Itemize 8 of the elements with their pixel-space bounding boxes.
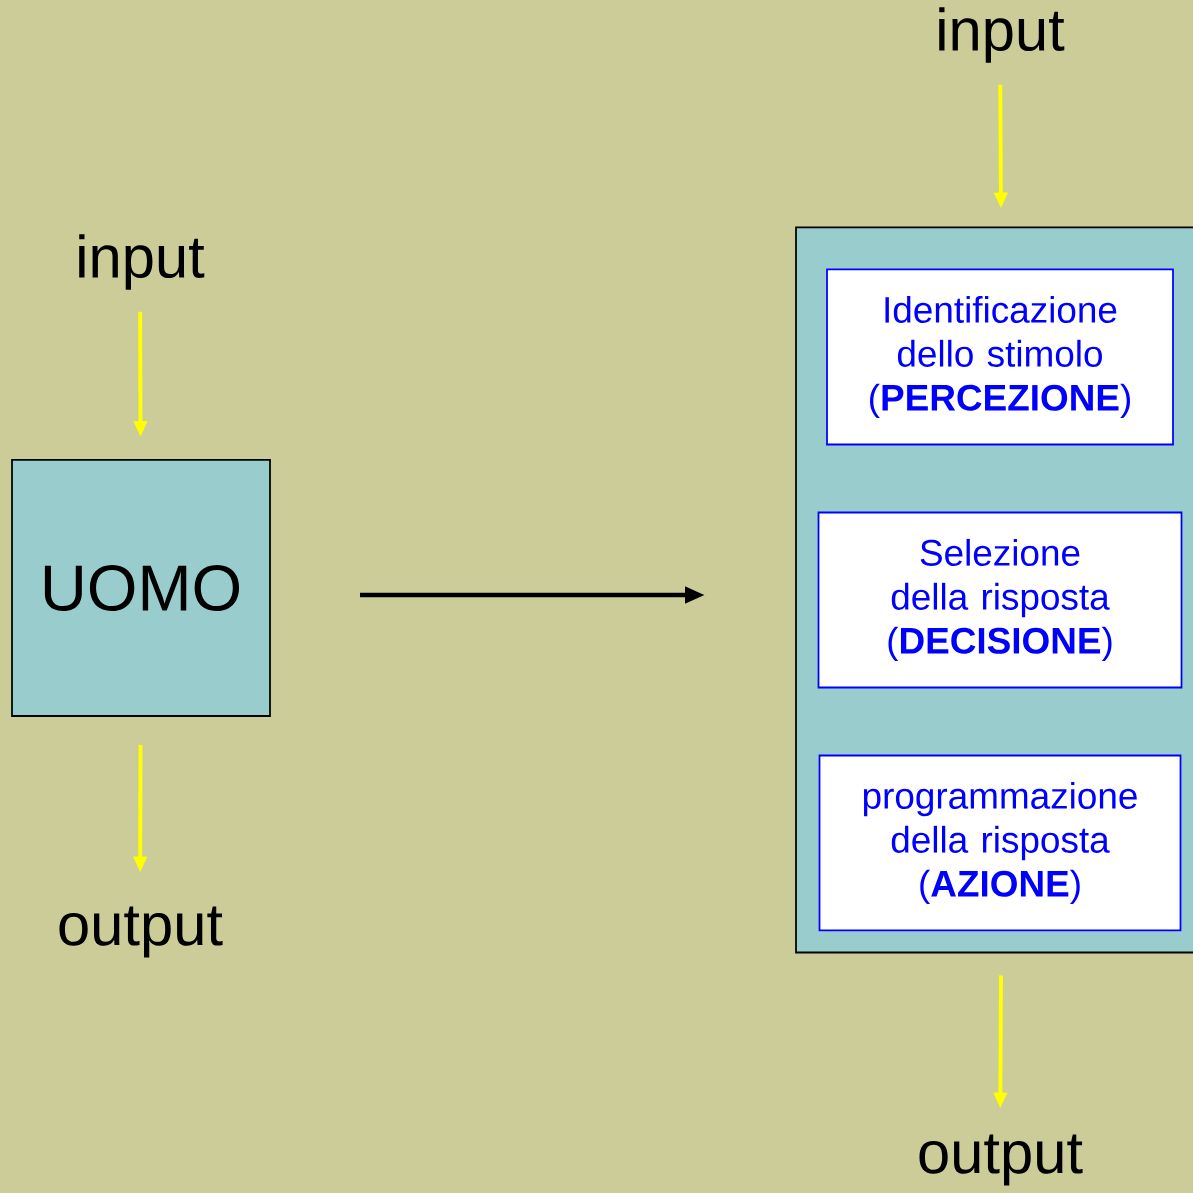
io-label: output bbox=[919, 1134, 1083, 1186]
system-box: UOMO bbox=[11, 459, 271, 717]
process-box: Selezione della risposta (DECISIONE) bbox=[817, 511, 1183, 689]
io-label: input bbox=[939, 7, 1065, 63]
process-box: Identificazione dello stimolo (PERCEZIONE) bbox=[826, 268, 1174, 446]
io-label: input bbox=[79, 234, 205, 290]
io-label: output bbox=[59, 906, 223, 958]
process-box: programmazione della risposta (AZIONE) bbox=[818, 754, 1182, 932]
